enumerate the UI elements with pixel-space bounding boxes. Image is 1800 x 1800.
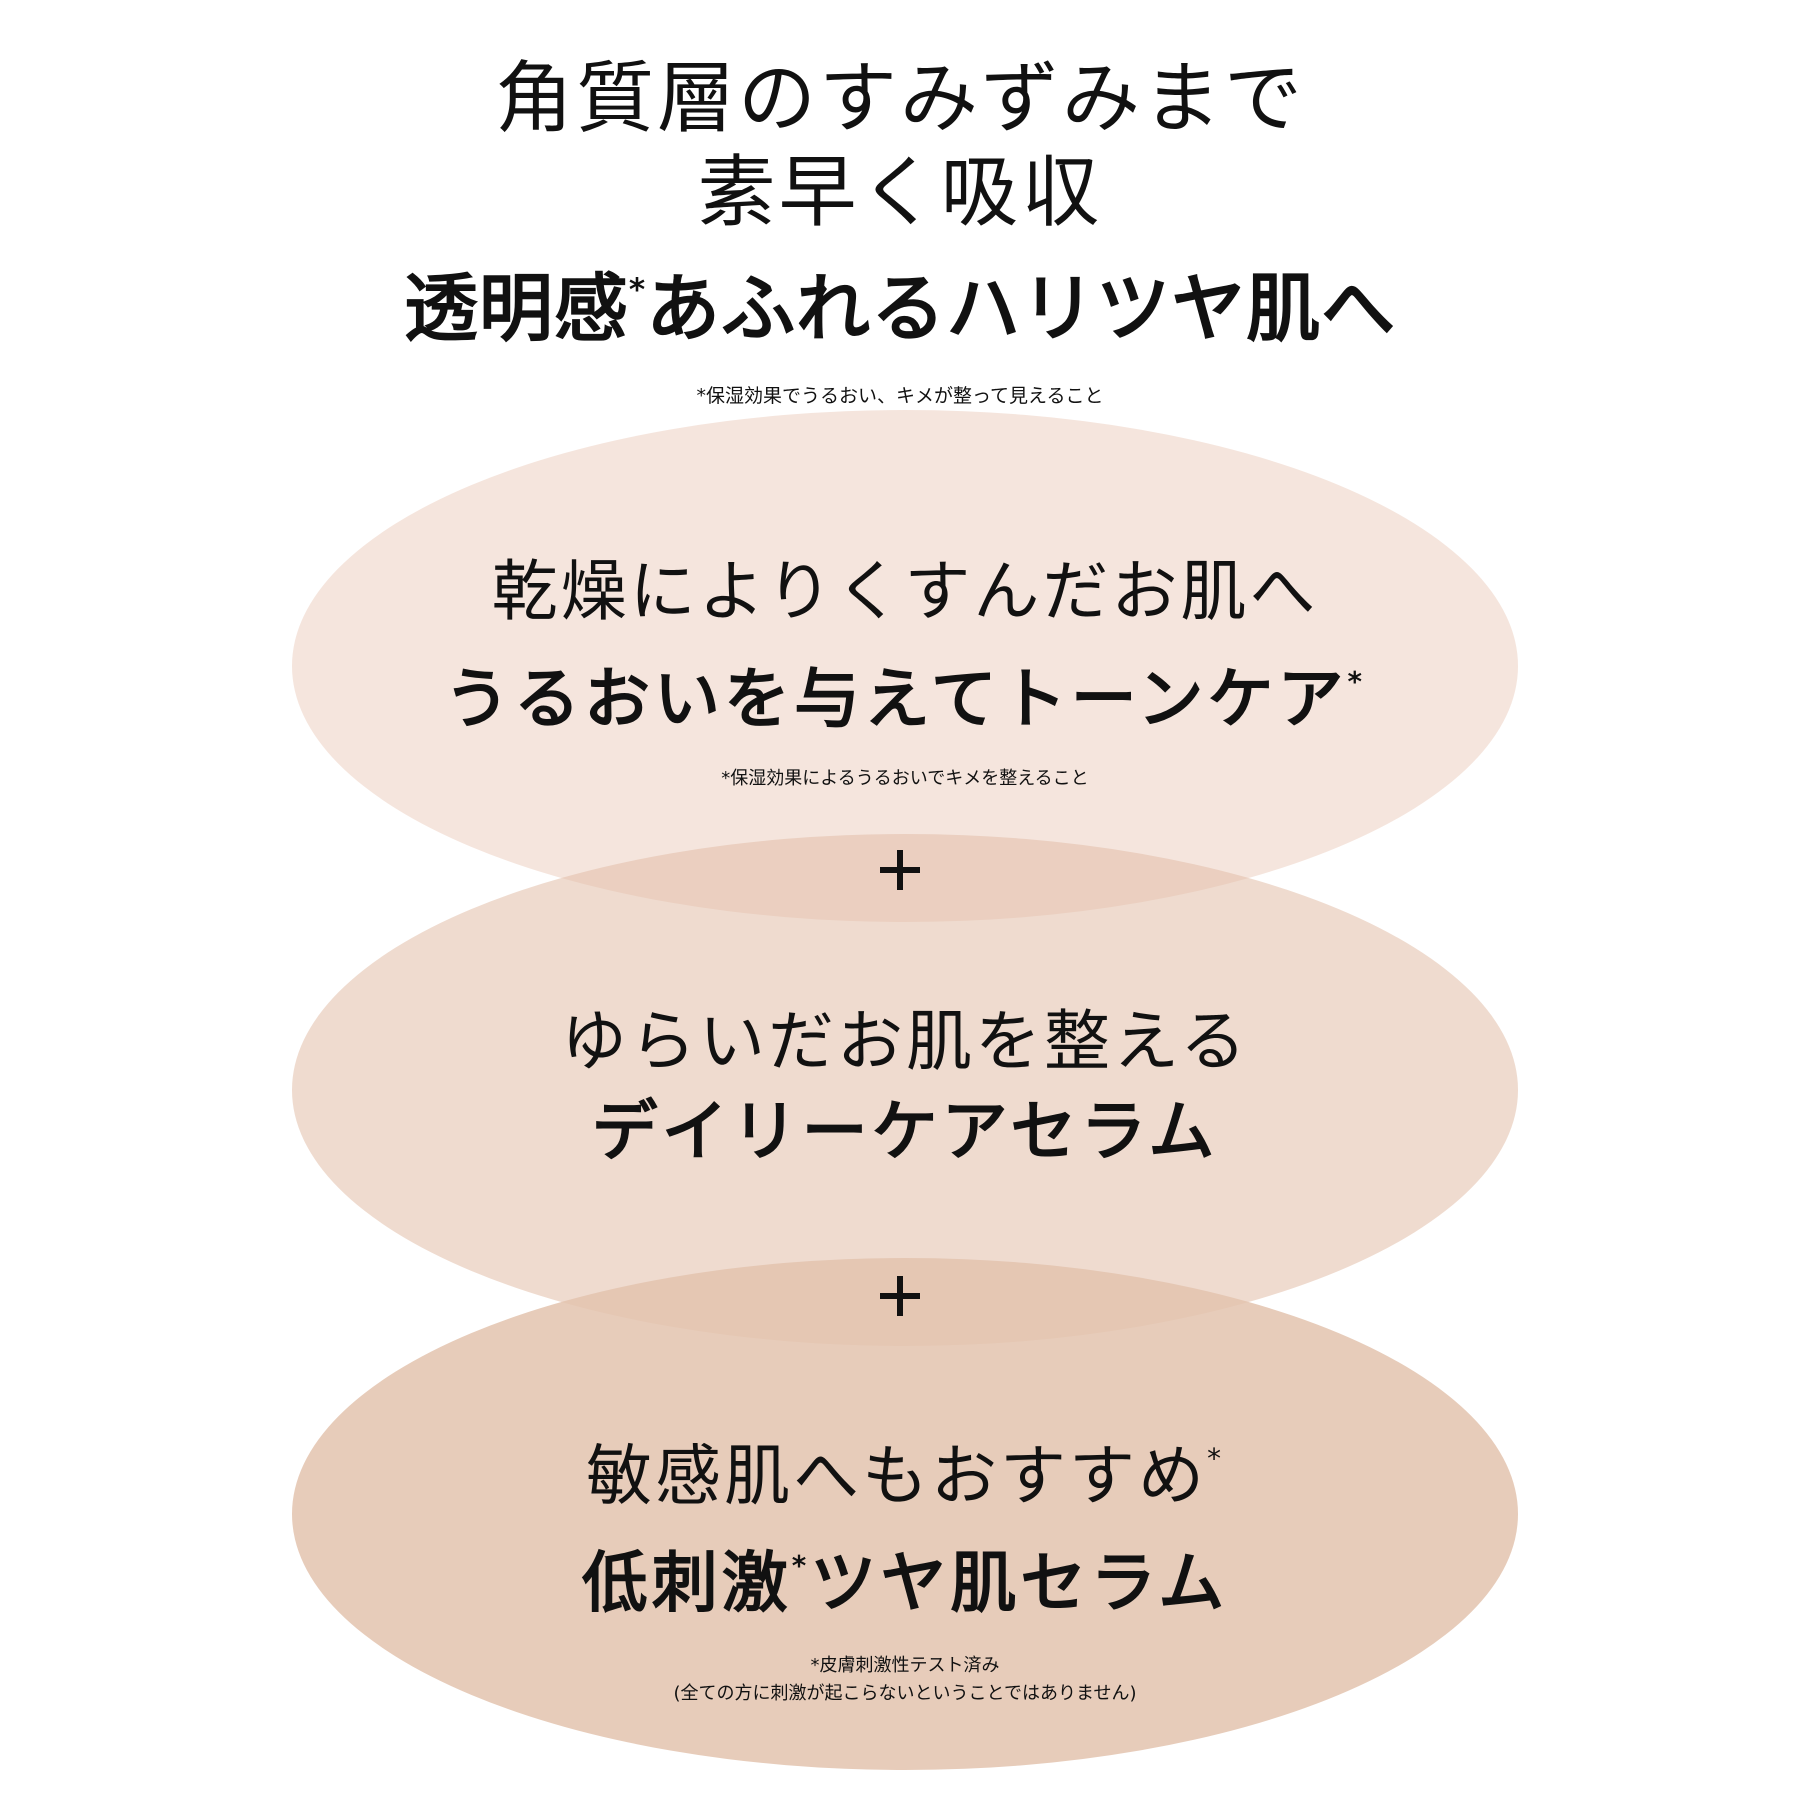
feature-2-line-2: デイリーケアセラム <box>591 1093 1219 1170</box>
feature-3-footnote-1: *皮膚刺激性テスト済み <box>810 1654 1000 1676</box>
feature-1-footnote: *保湿効果によるうるおいでキメを整えること <box>721 768 1089 790</box>
feature-3-line-1-text: 敏感肌へもおすすめ <box>586 1437 1208 1515</box>
feature-block-2: ゆらいだお肌を整える デイリーケアセラム <box>292 998 1518 1178</box>
feature-3-footnote-2: (全ての方に刺激が起こらないということではありません) <box>673 1682 1137 1704</box>
headline-line-3-part-b: あふれるハリツヤ肌へ <box>646 266 1397 353</box>
headline-line-3-part-a: 透明感 <box>403 266 629 353</box>
footnote-mark: * <box>791 1549 811 1583</box>
oval-3 <box>292 1258 1518 1770</box>
feature-1-line-1: 乾燥によりくすんだお肌へ <box>491 553 1319 630</box>
feature-1-line-2-text: うるおいを与えてトーンケア <box>444 660 1348 738</box>
plus-icon <box>880 1276 920 1316</box>
footnote-mark: * <box>628 272 647 308</box>
headline-line-3: 透明感*あふれるハリツヤ肌へ <box>0 240 1800 359</box>
feature-2-line-1: ゆらいだお肌を整える <box>560 1003 1250 1080</box>
feature-3-line-2-part-a: 低刺激 <box>581 1544 792 1622</box>
plus-icon <box>880 850 920 890</box>
feature-3-line-1: 敏感肌へもおすすめ* <box>292 1415 1518 1520</box>
feature-3-line-2: 低刺激*ツヤ肌セラム <box>292 1520 1518 1629</box>
headline-line-2: 素早く吸収 <box>697 148 1103 238</box>
headline-line-1: 角質層のすみずみまで <box>494 54 1305 144</box>
feature-1-line-2: うるおいを与えてトーンケア* <box>292 636 1518 745</box>
feature-block-3: 敏感肌へもおすすめ* 低刺激*ツヤ肌セラム *皮膚刺激性テスト済み (全ての方に… <box>292 1415 1518 1708</box>
footnote-mark: * <box>1347 665 1366 698</box>
header: 角質層のすみずみまで 素早く吸収 透明感*あふれるハリツヤ肌へ *保湿効果でうる… <box>0 52 1800 408</box>
footnote-mark: * <box>1207 1442 1224 1475</box>
feature-3-line-2-part-b: ツヤ肌セラム <box>810 1544 1229 1622</box>
feature-block-1: 乾燥によりくすんだお肌へ うるおいを与えてトーンケア* *保湿効果によるうるおい… <box>292 548 1518 793</box>
header-footnote: *保湿効果でうるおい、キメが整って見えること <box>696 385 1104 408</box>
